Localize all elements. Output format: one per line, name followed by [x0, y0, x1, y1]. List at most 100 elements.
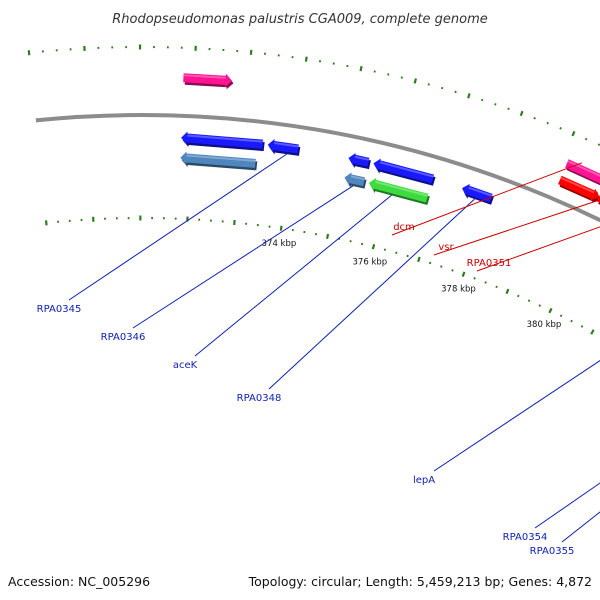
- tick-mark: [507, 107, 510, 111]
- tick-mark: [527, 299, 531, 302]
- tick-mark: [519, 110, 524, 117]
- tick-mark: [406, 254, 409, 258]
- gene-highlight: [468, 186, 493, 197]
- gene-body: [348, 152, 370, 167]
- tick-mark: [494, 103, 497, 106]
- tick-mark: [559, 314, 563, 318]
- tick-marks: [27, 44, 600, 335]
- leader-line: [268, 198, 475, 390]
- scale-label: 376 kbp: [353, 257, 388, 267]
- gene-label-dcm: dcm: [393, 222, 415, 233]
- tick-mark: [441, 86, 444, 90]
- gene-highlight: [350, 175, 365, 181]
- tick-mark: [517, 294, 520, 298]
- tick-mark: [428, 261, 432, 265]
- tick-mark: [454, 90, 457, 94]
- tick-mark: [44, 220, 48, 226]
- gene-label-rpa0346: RPA0346: [101, 332, 146, 343]
- gene-label-vsr: vsr: [438, 242, 454, 253]
- gene-highlight: [354, 155, 370, 161]
- tick-mark: [597, 143, 600, 146]
- leader-line: [433, 199, 600, 256]
- gene-label-rpa0355: RPA0355: [530, 546, 575, 557]
- tick-mark: [548, 307, 553, 314]
- genome-info-label: Topology: circular; Length: 5,459,213 bp…: [248, 574, 592, 589]
- backbone-arc: [35, 113, 600, 223]
- genes: [180, 73, 600, 205]
- gene-arrow: [348, 152, 371, 170]
- gene-highlight: [274, 142, 299, 148]
- leader-line: [433, 359, 600, 472]
- gene-acek: [368, 177, 430, 205]
- tick-mark: [590, 329, 595, 335]
- gene-rpa0348: [462, 183, 495, 205]
- gene-label-rpa0345: RPA0345: [37, 304, 82, 315]
- leader-line: [68, 153, 288, 301]
- gene-label-lepa: lepA: [413, 475, 435, 486]
- leader-line: [476, 226, 600, 272]
- gene-highlight: [379, 161, 434, 178]
- tick-mark: [325, 233, 330, 240]
- gene-label-rpa0354: RPA0354: [503, 532, 548, 543]
- gene-body: [565, 159, 600, 184]
- tick-mark: [580, 325, 584, 328]
- scale-label: 374 kbp: [262, 239, 297, 249]
- tick-mark: [495, 285, 498, 289]
- tick-mark: [467, 93, 471, 99]
- gene-highlight: [375, 180, 429, 197]
- gene-rpa0345: [267, 139, 301, 156]
- leader-line: [391, 162, 583, 236]
- gene-dcm: [565, 159, 600, 186]
- gene-arrow: [558, 175, 600, 204]
- gene-highlight: [183, 74, 226, 79]
- tick-mark: [279, 225, 283, 231]
- gene-highlight: [560, 176, 595, 194]
- gene-highlight: [567, 160, 600, 177]
- accession-label: Accession: NC_005296: [8, 574, 150, 589]
- leader-line: [561, 511, 600, 543]
- tick-mark: [505, 288, 510, 295]
- gene-arrow: [183, 73, 234, 90]
- gene-highlight: [186, 154, 256, 162]
- tick-mark: [451, 269, 454, 272]
- gene-highlight: [187, 134, 264, 143]
- tick-mark: [546, 121, 549, 125]
- tick-mark: [571, 130, 576, 137]
- map-title: Rhodopseudomonas palustris CGA009, compl…: [112, 12, 488, 27]
- tick-mark: [480, 98, 484, 102]
- tick-mark: [533, 116, 536, 120]
- gene-body: [344, 172, 366, 187]
- tick-mark: [473, 277, 476, 280]
- tick-mark: [427, 83, 430, 86]
- tick-mark: [570, 319, 573, 323]
- tick-mark: [538, 304, 542, 307]
- tick-mark: [304, 56, 308, 62]
- scale-label: 380 kbp: [527, 320, 562, 330]
- tick-mark: [395, 251, 398, 254]
- tick-mark: [359, 66, 363, 72]
- gene-arrow: [180, 151, 258, 171]
- tick-mark: [371, 244, 376, 250]
- leader-line: [132, 185, 354, 329]
- tick-mark: [559, 127, 562, 130]
- tick-mark: [484, 281, 487, 284]
- tick-mark: [417, 256, 421, 263]
- tick-mark: [413, 78, 417, 84]
- gene-label-rpa0351: RPA0351: [467, 258, 512, 269]
- tick-mark: [461, 271, 466, 277]
- gene-rpa0346: [344, 172, 367, 189]
- scale-label: 378 kbp: [441, 284, 476, 294]
- backbone: [35, 113, 600, 223]
- leader-line: [534, 482, 600, 529]
- tick-mark: [585, 137, 588, 141]
- tick-mark: [27, 50, 31, 56]
- tick-mark: [440, 265, 443, 268]
- gene-label-acek: aceK: [173, 360, 198, 371]
- leader-line: [194, 194, 392, 357]
- gene-arrow: [181, 131, 265, 152]
- tick-mark: [383, 248, 387, 251]
- gene-arrow: [373, 158, 436, 186]
- gene-label-rpa0348: RPA0348: [237, 393, 282, 404]
